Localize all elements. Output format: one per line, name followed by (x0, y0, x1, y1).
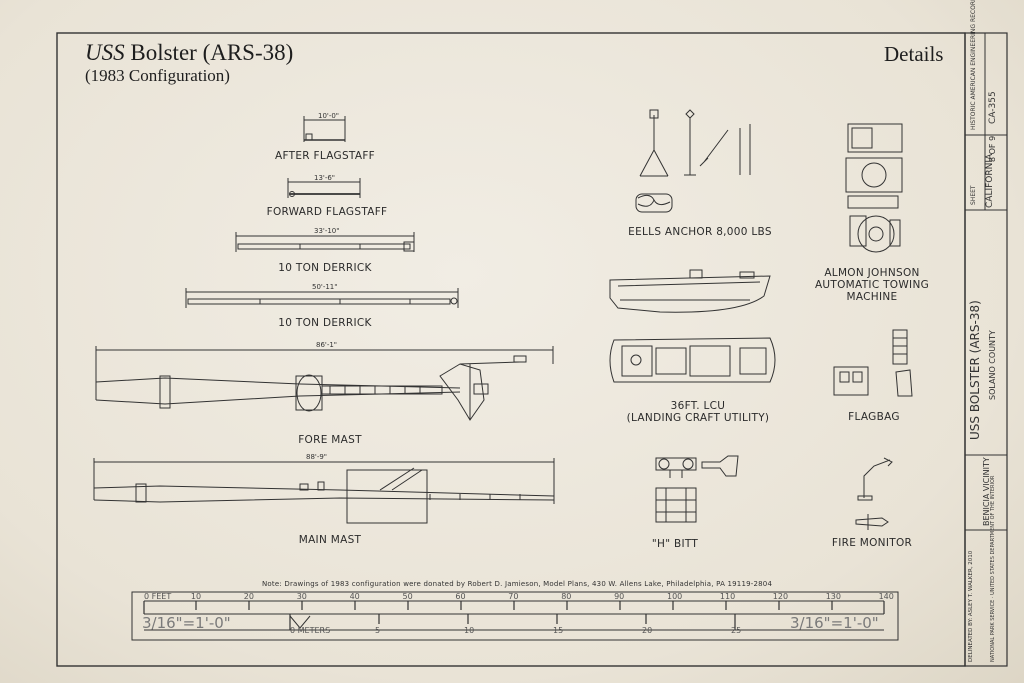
derrick-2-label: 10 TON DERRICK (278, 317, 372, 329)
fore-mast-dimension: 86'-1" (316, 341, 338, 349)
feet-tick-label: 110 (719, 592, 736, 601)
derrick-2-drawing (185, 288, 459, 308)
towing-machine-label-line-2: AUTOMATIC TOWING (814, 279, 930, 291)
feet-tick-label: 0 FEET (144, 592, 172, 601)
h-bitt-label: "H" BITT (651, 538, 699, 550)
scale-bar-drawing (131, 591, 899, 641)
scale-text-right: 3/16"=1'-0" (790, 614, 879, 632)
meter-tick-label: 15 (553, 626, 564, 635)
feet-tick-label: 70 (508, 592, 519, 601)
meter-tick-label: 5 (375, 626, 381, 635)
feet-tick-label: 90 (614, 592, 625, 601)
delineator: DELINEATED BY: ASLEY T. WALKER, 2010 (968, 550, 974, 662)
feet-tick-label: 50 (402, 592, 413, 601)
feet-tick-label: 100 (667, 592, 683, 601)
meter-tick-label: 10 (464, 626, 475, 635)
after-flagstaff-drawing (303, 116, 346, 142)
county-name: SOLANO COUNTY (988, 330, 997, 400)
towing-machine-drawing (845, 123, 903, 253)
fore-mast-drawing (95, 346, 554, 421)
record-name: HISTORIC AMERICAN ENGINEERING RECORD (970, 0, 977, 130)
after-flagstaff-dimension: 10'-0" (318, 112, 340, 120)
derrick-1-label: 10 TON DERRICK (278, 262, 372, 274)
derrick-1-dimension: 33'-10" (314, 227, 340, 235)
lcu-label-line-2: (LANDING CRAFT UTILITY) (626, 412, 770, 424)
sheet-title: Details (884, 42, 944, 66)
main-mast-dimension: 88'-9" (306, 453, 328, 461)
flagbag-drawing (833, 329, 913, 397)
feet-tick-label: 40 (349, 592, 360, 601)
page-title: USS Bolster (ARS-38) (85, 40, 293, 66)
configuration-subtitle: (1983 Configuration) (85, 66, 230, 85)
anchor-label: EELLS ANCHOR 8,000 LBS (628, 226, 772, 238)
record-number: CA-355 (988, 91, 998, 124)
main-mast-label: MAIN MAST (298, 534, 362, 546)
meter-tick-label: 20 (642, 626, 653, 635)
scale-text-left: 3/16"=1'-0" (142, 614, 231, 632)
fire-monitor-label: FIRE MONITOR (831, 537, 913, 549)
towing-machine-label: ALMON JOHNSON AUTOMATIC TOWING MACHINE (800, 267, 944, 303)
derrick-1-drawing (235, 232, 415, 252)
forward-flagstaff-dimension: 13'-6" (314, 174, 336, 182)
feet-tick-label: 30 (296, 592, 307, 601)
fore-mast-label: FORE MAST (298, 434, 362, 446)
lcu-label-line-1: 36FT. LCU (670, 400, 726, 412)
ship-title-block: USS BOLSTER (ARS-38) (968, 300, 982, 440)
fire-monitor-drawing (855, 457, 893, 530)
eells-anchor-drawing (635, 109, 751, 213)
after-flagstaff-label: AFTER FLAGSTAFF (274, 150, 375, 162)
forward-flagstaff-drawing (287, 178, 361, 198)
agency: NATIONAL PARK SERVICE · UNITED STATES DE… (990, 475, 996, 662)
state-name: CALIFORNIA (985, 153, 995, 208)
title-block-border (964, 32, 1008, 667)
feet-tick-label: 60 (455, 592, 466, 601)
feet-tick-label: 120 (772, 592, 789, 601)
lcu-profile-drawing (609, 269, 771, 313)
main-mast-drawing (93, 458, 555, 524)
feet-tick-label: 140 (878, 592, 894, 601)
towing-machine-label-line-1: ALMON JOHNSON (824, 267, 920, 279)
lcu-plan-drawing (609, 337, 776, 383)
ship-name: Bolster (ARS-38) (130, 40, 294, 65)
lcu-label: 36FT. LCU (LANDING CRAFT UTILITY) (615, 400, 781, 424)
sheet-label: SHEET (970, 185, 977, 205)
derrick-2-dimension: 50'-11" (312, 283, 338, 291)
h-bitt-drawing (655, 455, 739, 523)
meter-tick-label: 0 METERS (290, 626, 331, 635)
feet-tick-label: 80 (561, 592, 572, 601)
towing-machine-label-line-3: MACHINE (846, 291, 898, 303)
feet-tick-label: 20 (243, 592, 254, 601)
feet-tick-label: 130 (825, 592, 841, 601)
feet-tick-label: 10 (190, 592, 202, 601)
forward-flagstaff-label: FORWARD FLAGSTAFF (266, 206, 388, 218)
meter-tick-label: 25 (731, 626, 742, 635)
ship-prefix: USS (85, 40, 125, 65)
donation-note: Note: Drawings of 1983 configuration wer… (262, 580, 773, 588)
flagbag-label: FLAGBAG (848, 411, 900, 423)
